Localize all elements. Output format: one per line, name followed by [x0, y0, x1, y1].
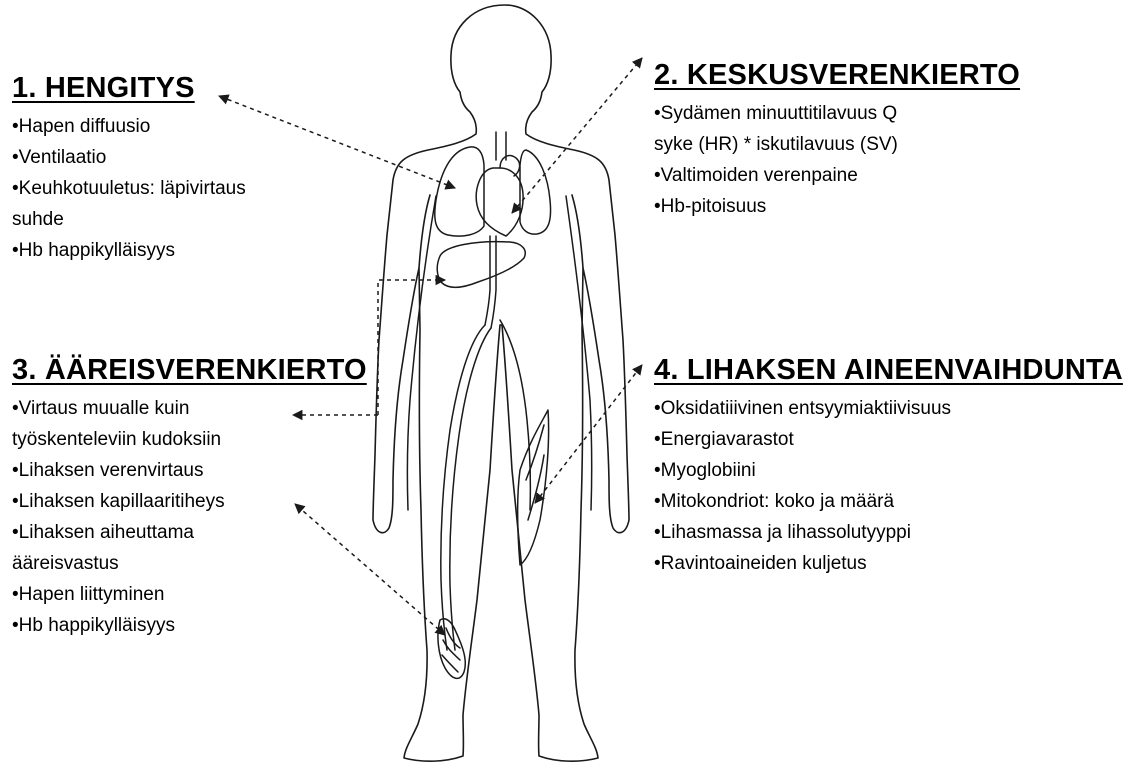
list-item: työskenteleviin kudoksiin: [12, 424, 367, 455]
list-item: •Myoglobiini: [654, 455, 1123, 486]
list-item: •Virtaus muualle kuin: [12, 393, 367, 424]
list-item: •Mitokondriot: koko ja määrä: [654, 486, 1123, 517]
aorta: [500, 156, 520, 176]
list-item: •Ravintoaineiden kuljetus: [654, 548, 1123, 579]
list-item: •Hapen diffuusio: [12, 111, 246, 142]
section-list: •Sydämen minuuttitilavuus Q syke (HR) * …: [654, 98, 1020, 222]
list-item: •Hb happikylläisyys: [12, 235, 246, 266]
section-keskusverenkierto: 2. KESKUSVERENKIERTO •Sydämen minuuttiti…: [654, 59, 1020, 222]
left-arm-inner: [419, 195, 430, 268]
right-lung: [520, 150, 551, 234]
list-item: •Valtimoiden verenpaine: [654, 160, 1020, 191]
list-item: •Keuhkotuuletus: läpivirtaus: [12, 173, 246, 204]
section-title: 1. HENGITYS: [12, 72, 246, 105]
liver: [437, 242, 525, 288]
section-hengitys: 1. HENGITYS •Hapen diffuusio •Ventilaati…: [12, 72, 246, 266]
list-item: suhde: [12, 204, 246, 235]
list-item: •Lihaksen aiheuttama: [12, 517, 367, 548]
main-vessel: [485, 236, 496, 328]
left-leg-vessel-2: [450, 328, 491, 650]
list-item: •Hapen liittyminen: [12, 579, 367, 610]
list-item: •Sydämen minuuttitilavuus Q: [654, 98, 1020, 129]
section-title: 3. ÄÄREISVERENKIERTO: [12, 354, 367, 387]
list-item: •Lihasmassa ja lihassolutyyppi: [654, 517, 1123, 548]
section-title: 2. KESKUSVERENKIERTO: [654, 59, 1020, 92]
list-item: •Energiavarastot: [654, 424, 1123, 455]
trachea: [496, 132, 506, 160]
list-item: •Oksidatiiivinen entsyymiaktiivisuus: [654, 393, 1123, 424]
calf-capillaries: [438, 619, 465, 679]
section-list: •Hapen diffuusio •Ventilaatio •Keuhkotuu…: [12, 111, 246, 266]
thigh-muscle: [518, 410, 549, 565]
arrow-keskusverenkierto: [512, 58, 642, 213]
arrow-hengitys: [219, 96, 455, 188]
section-title: 4. LIHAKSEN AINEENVAIHDUNTA: [654, 354, 1123, 387]
section-list: •Oksidatiiivinen entsyymiaktiivisuus •En…: [654, 393, 1123, 579]
arrow-aareisverenkierto-upper: [378, 280, 445, 415]
list-item: •Ventilaatio: [12, 142, 246, 173]
list-item: •Hb-pitoisuus: [654, 191, 1020, 222]
section-aareisverenkierto: 3. ÄÄREISVERENKIERTO •Virtaus muualle ku…: [12, 354, 367, 641]
list-item: ääreisvastus: [12, 548, 367, 579]
left-leg-vessel: [441, 325, 485, 650]
section-list: •Virtaus muualle kuin työskenteleviin ku…: [12, 393, 367, 641]
list-item: syke (HR) * iskutilavuus (SV): [654, 129, 1020, 160]
list-item: •Lihaksen kapillaaritiheys: [12, 486, 367, 517]
list-item: •Lihaksen verenvirtaus: [12, 455, 367, 486]
section-lihaksen-aineenvaihdunta: 4. LIHAKSEN AINEENVAIHDUNTA •Oksidatiiiv…: [654, 354, 1123, 579]
list-item: •Hb happikylläisyys: [12, 610, 367, 641]
right-arm-vessel: [566, 196, 592, 510]
